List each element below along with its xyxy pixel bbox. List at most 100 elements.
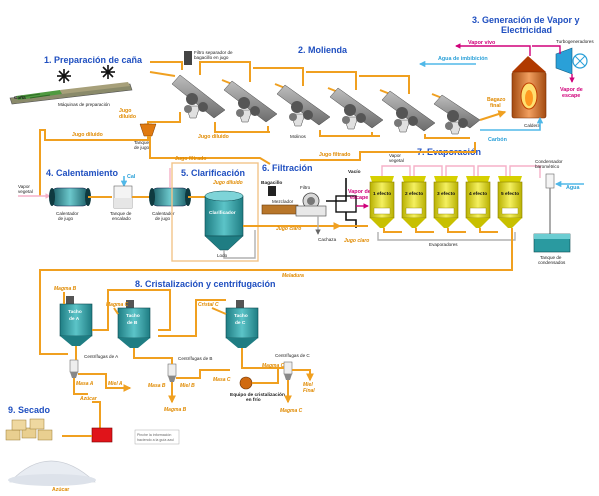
condensador-label-2: barométrico xyxy=(535,164,560,169)
cristal-c-label: Cristal C xyxy=(198,302,219,308)
section-title-calentamiento[interactable]: 4. Calentamiento xyxy=(46,168,119,178)
maquinas-preparacion-label: Máquinas de preparación xyxy=(58,102,110,107)
cane-feed-line xyxy=(150,61,183,70)
masa-c-label: Masa C xyxy=(213,377,231,383)
centrifuge-a xyxy=(69,359,79,378)
jugo-diluido-4-label: Jugo diluido xyxy=(213,180,243,186)
jugo-claro-2-label: Jugo claro xyxy=(344,238,369,244)
note-line-1: Pinche la información xyxy=(137,433,171,437)
tacho-c-label-2: de C xyxy=(235,320,246,326)
section-title-vapor-line2[interactable]: Electricidad xyxy=(501,25,552,35)
tanque-condensados-label-2: condensados xyxy=(538,260,566,265)
tacho-b-label: Tacho xyxy=(126,313,140,319)
magma-c-2-label: Magma C xyxy=(262,363,285,369)
fan-icon xyxy=(101,65,115,79)
coal-line xyxy=(480,116,544,131)
calentador-2b-label: de jugo xyxy=(155,216,171,221)
centrifugas-c-label: Centrífugas de C xyxy=(275,353,310,358)
section-title-filtracion[interactable]: 6. Filtración xyxy=(262,163,313,173)
tacho-b-label-2: de B xyxy=(127,320,138,326)
heater-2 xyxy=(149,187,191,207)
jugo-claro-1-label: Jugo claro xyxy=(276,226,301,232)
section-title-vapor[interactable]: 3. Generación de Vapor y xyxy=(472,15,580,25)
meladura-label: Meladura xyxy=(282,273,304,279)
note-line-2: haciendo a la guía azul xyxy=(137,438,174,442)
encalado-tank xyxy=(113,185,133,209)
mill-roller-icon xyxy=(171,74,226,119)
vapor-vegetal-1b-label: vegetal xyxy=(18,189,33,194)
clarifier-tank xyxy=(204,190,244,251)
condenser xyxy=(545,173,555,234)
clarificacion-frame xyxy=(171,162,259,262)
carbon-label: Carbón xyxy=(488,137,507,143)
centrifugas-a-label: Centrífugas de A xyxy=(84,354,119,359)
vapor-escape-evap-label-2: escape xyxy=(350,195,368,201)
magma-b-2-label: Magma B xyxy=(164,407,187,413)
vapor-vegetal-1-label: Vapor xyxy=(18,184,30,189)
magma-c-1-label: Magma C xyxy=(106,302,129,308)
calentador-2-label: Calentador xyxy=(152,211,175,216)
centrifugas-b-label: Centrífugas de B xyxy=(178,356,212,361)
miel-final-label-2: Final xyxy=(303,388,315,394)
equipo-cristal-label-2: en frío xyxy=(246,397,261,403)
lodo-label: Lodo xyxy=(217,253,228,258)
efecto-2-label: 2 efecto xyxy=(405,191,423,197)
miel-final-label: Miel xyxy=(303,382,313,388)
heater-1 xyxy=(49,187,91,207)
cachaza-label: Cachaza xyxy=(318,237,337,242)
vacuum-pan-a xyxy=(59,296,93,346)
vapor-escape-label: Vapor de xyxy=(560,87,583,93)
fan-icon xyxy=(57,69,71,83)
vapor-escape-evap-label: Vapor de xyxy=(348,189,371,195)
bagacillo-label: Bagacillo xyxy=(261,180,282,186)
cane-conveyor xyxy=(9,82,133,105)
section-title-molienda[interactable]: 2. Molienda xyxy=(298,45,348,55)
jugo-diluido-1b-label: diluido xyxy=(119,114,136,120)
mezclador-label: Mezclador xyxy=(272,199,294,204)
section-title-cristalizacion[interactable]: 8. Cristalización y centrifugación xyxy=(135,279,276,289)
condensate-tank xyxy=(533,233,571,253)
equipo-cristal-label: Equipo de cristalización xyxy=(230,392,285,398)
efecto-4-label: 4 efecto xyxy=(469,191,487,197)
bagazo-final-line xyxy=(479,110,507,121)
vacuum-pan-b xyxy=(117,300,151,348)
section-title-secado[interactable]: 9. Secado xyxy=(8,405,51,415)
sugar-pile xyxy=(8,460,96,486)
agua-label: Agua xyxy=(566,185,580,191)
tanque-encalado-label: Tanque de xyxy=(110,211,132,216)
mill-roller-icon xyxy=(276,84,331,127)
vacuum-line xyxy=(326,178,357,228)
vapor-vegetal-2-label: Vapor xyxy=(389,153,401,158)
bagacillo-hopper xyxy=(268,186,276,196)
masa-a-label: Masa A xyxy=(76,381,94,387)
section-title-preparacion[interactable]: 1. Preparación de caña xyxy=(44,55,143,65)
boiler-icon xyxy=(511,56,547,119)
caldera-label: Caldera xyxy=(524,123,541,128)
mixer xyxy=(261,204,299,215)
jugo-filtrado-2-label: Jugo filtrado xyxy=(319,152,350,158)
rotary-filter xyxy=(295,192,327,217)
tanque-encalado-label-2: encalado xyxy=(112,216,131,221)
magma-c-3-label: Magma C xyxy=(280,408,303,414)
filtro-separador-label: Filtro separador de xyxy=(194,50,233,55)
cal-label: Cal xyxy=(127,174,136,180)
turbogeneradores-label: Turbogeneradores xyxy=(556,39,594,44)
calentador-1-label: Calentador xyxy=(56,211,79,216)
bagacillo-filter xyxy=(184,51,192,65)
condensador-label: Condensador xyxy=(535,159,563,164)
sugar-sack-icon xyxy=(5,418,53,441)
calentador-1b-label: de jugo xyxy=(58,216,74,221)
vacio-label: Vacío xyxy=(348,169,361,175)
tanque-jugo-label: Tanque xyxy=(134,140,150,145)
tanque-condensados-label: Tanque de xyxy=(540,255,562,260)
masa-b-label: Masa B xyxy=(148,383,166,389)
jugo-diluido-3-label: Jugo diluido xyxy=(72,132,103,138)
centrifuge-b xyxy=(167,363,177,382)
section-title-clarificacion[interactable]: 5. Clarificación xyxy=(181,168,245,178)
efecto-3-label: 3 efecto xyxy=(437,191,455,197)
info-note[interactable]: Pinche la información haciendo a la guía… xyxy=(134,429,180,445)
jugo-diluido-2-label: Jugo diluido xyxy=(198,134,229,140)
evaporadores-label: Evaporadores xyxy=(429,242,458,247)
evaporator-1 xyxy=(369,176,395,228)
